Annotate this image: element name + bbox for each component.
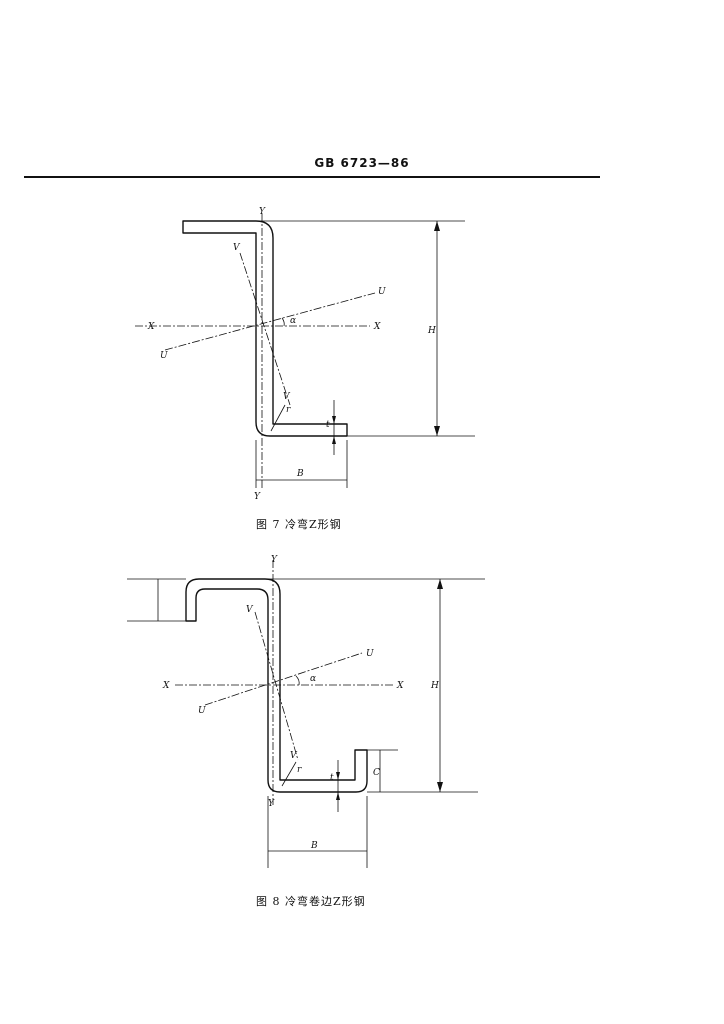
alpha-arc <box>281 317 285 327</box>
label-y-bottom: Y <box>268 799 275 809</box>
label-alpha: α <box>310 674 316 684</box>
label-y-bottom: Y <box>254 492 261 502</box>
label-t: t <box>326 420 330 430</box>
u-axis <box>164 292 376 351</box>
figure-7-drawing: Y Y X X U U V V r α t H B <box>135 207 475 502</box>
lipped-z-section-profile <box>185 578 368 793</box>
t-dimension-arrows <box>336 772 340 800</box>
label-x-left: X <box>147 322 155 332</box>
label-u-top: U <box>378 287 386 297</box>
label-r: r <box>286 405 291 415</box>
label-h: H <box>430 681 439 691</box>
label-y-top: Y <box>259 207 266 217</box>
label-alpha: α <box>290 316 296 326</box>
label-v-top: V <box>233 243 241 253</box>
label-u-bottom: U <box>160 351 168 361</box>
label-u-bottom: U <box>198 706 206 716</box>
figure-8-caption: 图 8 冷弯卷边Z形钢 <box>256 895 366 908</box>
t-dimension-arrows <box>332 416 336 444</box>
header-rule <box>24 176 600 178</box>
label-v-bottom: V <box>290 751 298 761</box>
label-y-top: Y <box>271 555 278 565</box>
figure-7-caption: 图 7 冷弯Z形钢 <box>256 518 342 531</box>
label-t: t <box>330 773 334 783</box>
alpha-arc <box>295 675 300 686</box>
label-u-top: U <box>366 649 374 659</box>
v-axis <box>239 252 291 406</box>
v-axis <box>254 611 299 761</box>
label-h: H <box>427 326 436 336</box>
label-x-left: X <box>162 681 170 691</box>
label-r: r <box>297 765 302 775</box>
label-b: B <box>296 469 304 479</box>
r-leader <box>281 761 297 787</box>
u-axis <box>204 652 363 706</box>
label-x-right: X <box>396 681 404 691</box>
label-c: C <box>373 768 380 778</box>
figure-8-drawing: Y Y X X U U V V r α t H B C <box>127 555 485 868</box>
label-b: B <box>310 841 318 851</box>
label-v-bottom: V <box>283 392 291 402</box>
r-leader <box>270 404 286 432</box>
label-v-top: V <box>246 605 254 615</box>
label-x-right: X <box>373 322 381 332</box>
standard-code-header: GB 6723—86 <box>314 156 410 170</box>
